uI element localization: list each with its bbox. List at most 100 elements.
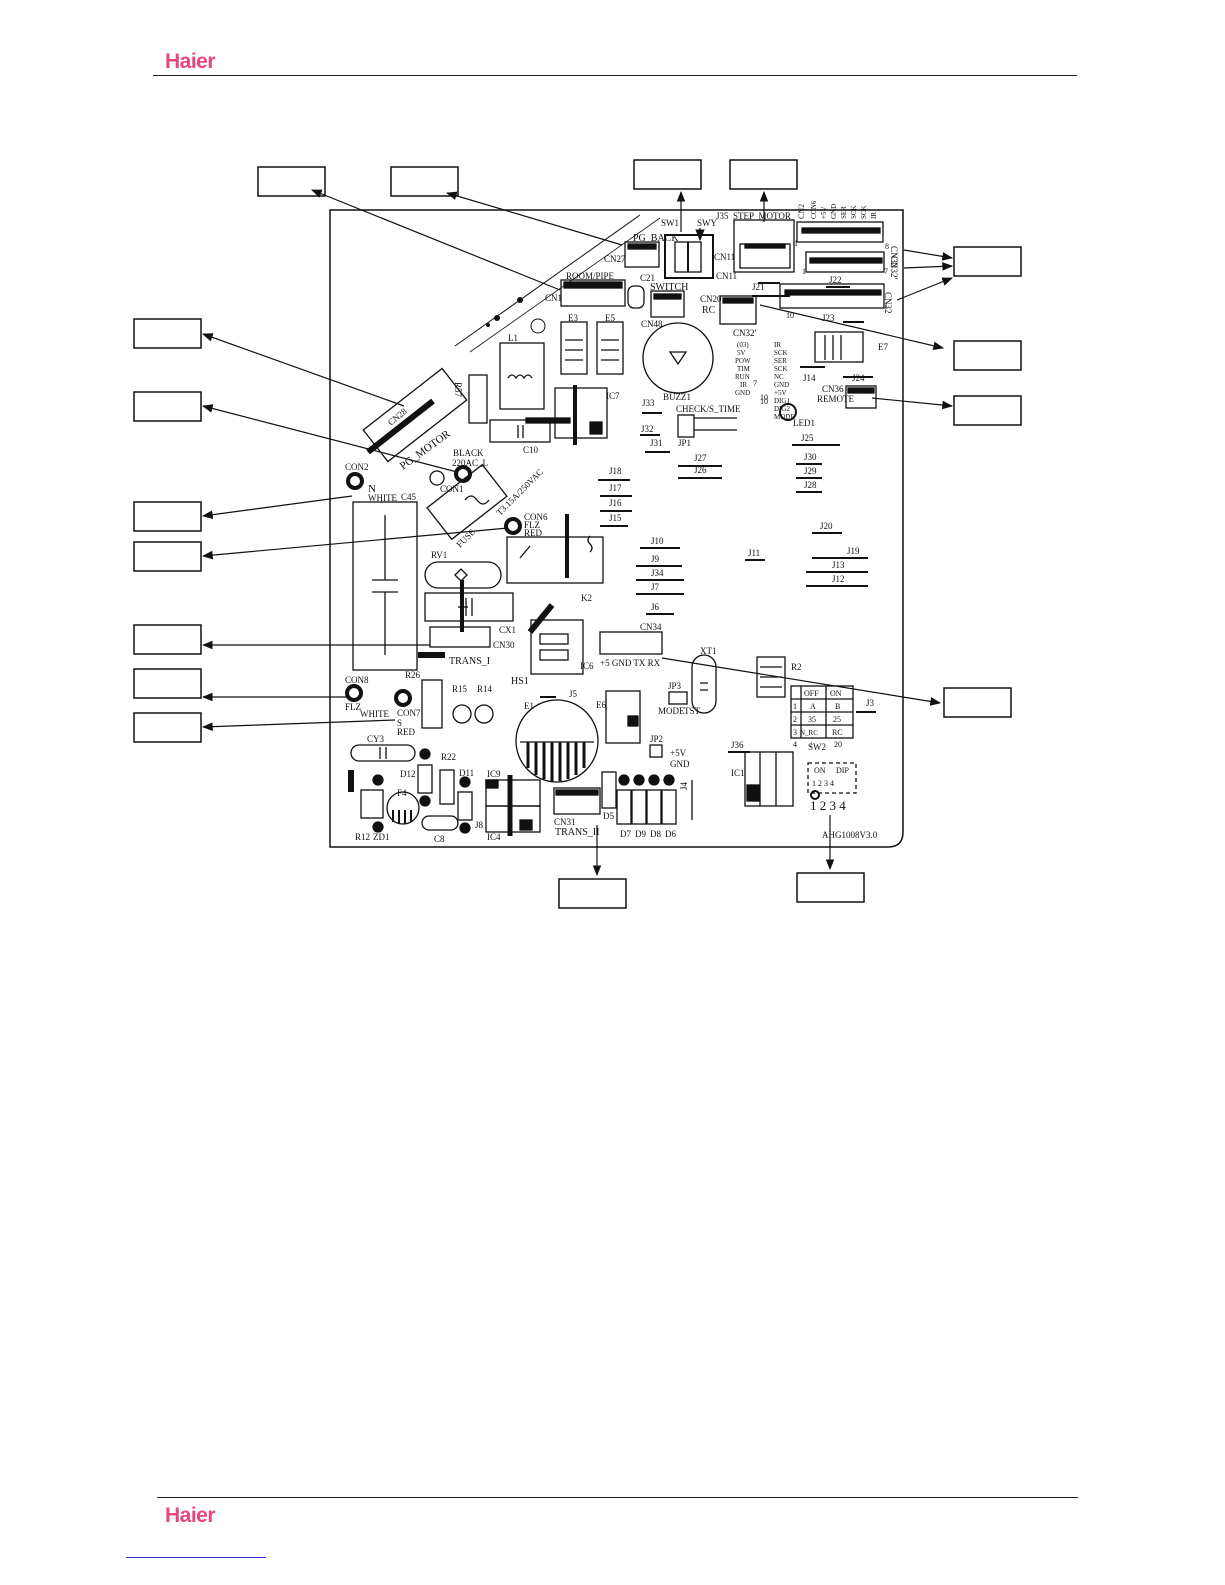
svg-text:RC: RC xyxy=(832,728,843,737)
pin-label: IR xyxy=(740,381,747,389)
pin-number: 8 xyxy=(885,242,889,251)
label: R15 xyxy=(452,684,468,694)
callout-box xyxy=(953,340,1022,371)
label: R26 xyxy=(405,670,421,680)
callout-box xyxy=(729,159,798,190)
label: R22 xyxy=(441,752,456,762)
label: J23 xyxy=(822,313,835,323)
resistor-r15 xyxy=(452,704,472,724)
connector-cn34 xyxy=(599,631,663,655)
footer-link-underline[interactable] xyxy=(126,1557,266,1558)
connector-cn1 xyxy=(560,279,626,307)
label: J29 xyxy=(804,466,817,476)
label: +5 GND TX RX xyxy=(600,658,661,668)
label: CN36 xyxy=(822,384,844,394)
fuse xyxy=(426,463,508,541)
label: CX1 xyxy=(499,625,516,635)
label: T3.15A/250VAC xyxy=(494,467,545,518)
svg-text:4: 4 xyxy=(793,740,797,749)
label: JP2 xyxy=(650,734,663,744)
jumper-jp3 xyxy=(668,691,688,705)
pin-numbers: 1 8 7 1 10 1 10 7 10 xyxy=(753,239,889,406)
label: D7 xyxy=(620,829,631,839)
label: J24 xyxy=(852,373,865,383)
pin-label: (03) xyxy=(737,341,749,349)
label: RC xyxy=(702,305,716,316)
diode-d5 xyxy=(601,771,617,809)
callout-box xyxy=(133,391,202,422)
label: CN2 xyxy=(797,204,806,219)
label: SWITCH xyxy=(650,282,688,293)
label: D11 xyxy=(459,768,474,778)
callout-box xyxy=(390,166,459,197)
pin-label: SCK xyxy=(850,205,858,219)
label: J13 xyxy=(832,560,845,570)
label: CN11 xyxy=(716,271,737,281)
switch-sw1 xyxy=(664,234,714,279)
label: J3 xyxy=(866,698,875,708)
label: J31 xyxy=(650,438,663,448)
svg-text:DIP: DIP xyxy=(836,766,849,775)
terminal-con6 xyxy=(504,517,522,535)
callout-box xyxy=(133,541,202,572)
callout-box xyxy=(953,395,1022,426)
capacitor-e3 xyxy=(560,321,588,375)
pin-label: POW xyxy=(735,357,751,365)
label: IC7 xyxy=(606,391,620,401)
terminal-con2 xyxy=(346,472,364,490)
label: J10 xyxy=(651,536,664,546)
label: R2 xyxy=(791,662,802,672)
label: CN1 xyxy=(545,293,562,303)
label: J9 xyxy=(651,554,660,564)
pin-label: GND xyxy=(735,389,750,397)
capacitor-e5 xyxy=(596,321,624,375)
callout-box xyxy=(953,246,1022,277)
label: CN32 xyxy=(883,292,893,314)
label: J7 xyxy=(651,582,660,592)
pin-number: 10 xyxy=(760,397,768,406)
label: CN32' xyxy=(733,328,757,338)
label: CON7 xyxy=(397,708,421,718)
label: J28 xyxy=(804,480,817,490)
label: RED xyxy=(397,727,416,737)
label: WHITE xyxy=(368,493,397,503)
label: CN48 xyxy=(641,319,663,329)
callout-box xyxy=(257,166,326,197)
pin-label: SCK xyxy=(774,349,788,357)
inductor-l1 xyxy=(499,342,545,410)
diode-zd1 xyxy=(360,789,384,819)
label: CON8 xyxy=(345,675,369,685)
pin-label: DIG1 xyxy=(774,397,790,405)
resistor-r26 xyxy=(421,679,443,729)
label: J17 xyxy=(609,483,622,493)
ic-ic7 xyxy=(554,387,608,439)
label: BUZZ1 xyxy=(663,392,691,402)
callout-box xyxy=(133,668,202,699)
label: J36 xyxy=(731,740,744,750)
label: TST xyxy=(684,706,701,716)
pin-number: 7 xyxy=(884,267,888,276)
label: FUSE xyxy=(454,526,477,549)
label: J14 xyxy=(803,373,816,383)
pin-number: 10 xyxy=(760,393,768,402)
resistor-r57 xyxy=(468,374,488,424)
callout-box xyxy=(796,872,865,903)
svg-text:ON: ON xyxy=(814,766,826,775)
label: J18 xyxy=(609,466,622,476)
pin-label: GND xyxy=(774,381,789,389)
pin-label: SCK xyxy=(860,205,868,219)
label: CY3 xyxy=(367,734,385,744)
callout-box xyxy=(133,501,202,532)
capacitor-c21 xyxy=(627,285,645,309)
diode-d11 xyxy=(457,791,473,821)
label: CON1 xyxy=(440,484,464,494)
label: R57 xyxy=(453,382,463,398)
connector-cn36 xyxy=(845,385,877,409)
pin-label: 5V xyxy=(737,349,746,357)
capacitor-c45 xyxy=(352,501,418,671)
diode-d9 xyxy=(631,789,647,825)
label: ZD1 xyxy=(373,832,390,842)
header-brand-logo: Haier xyxy=(165,50,216,73)
pin-label: RUN xyxy=(735,373,750,381)
